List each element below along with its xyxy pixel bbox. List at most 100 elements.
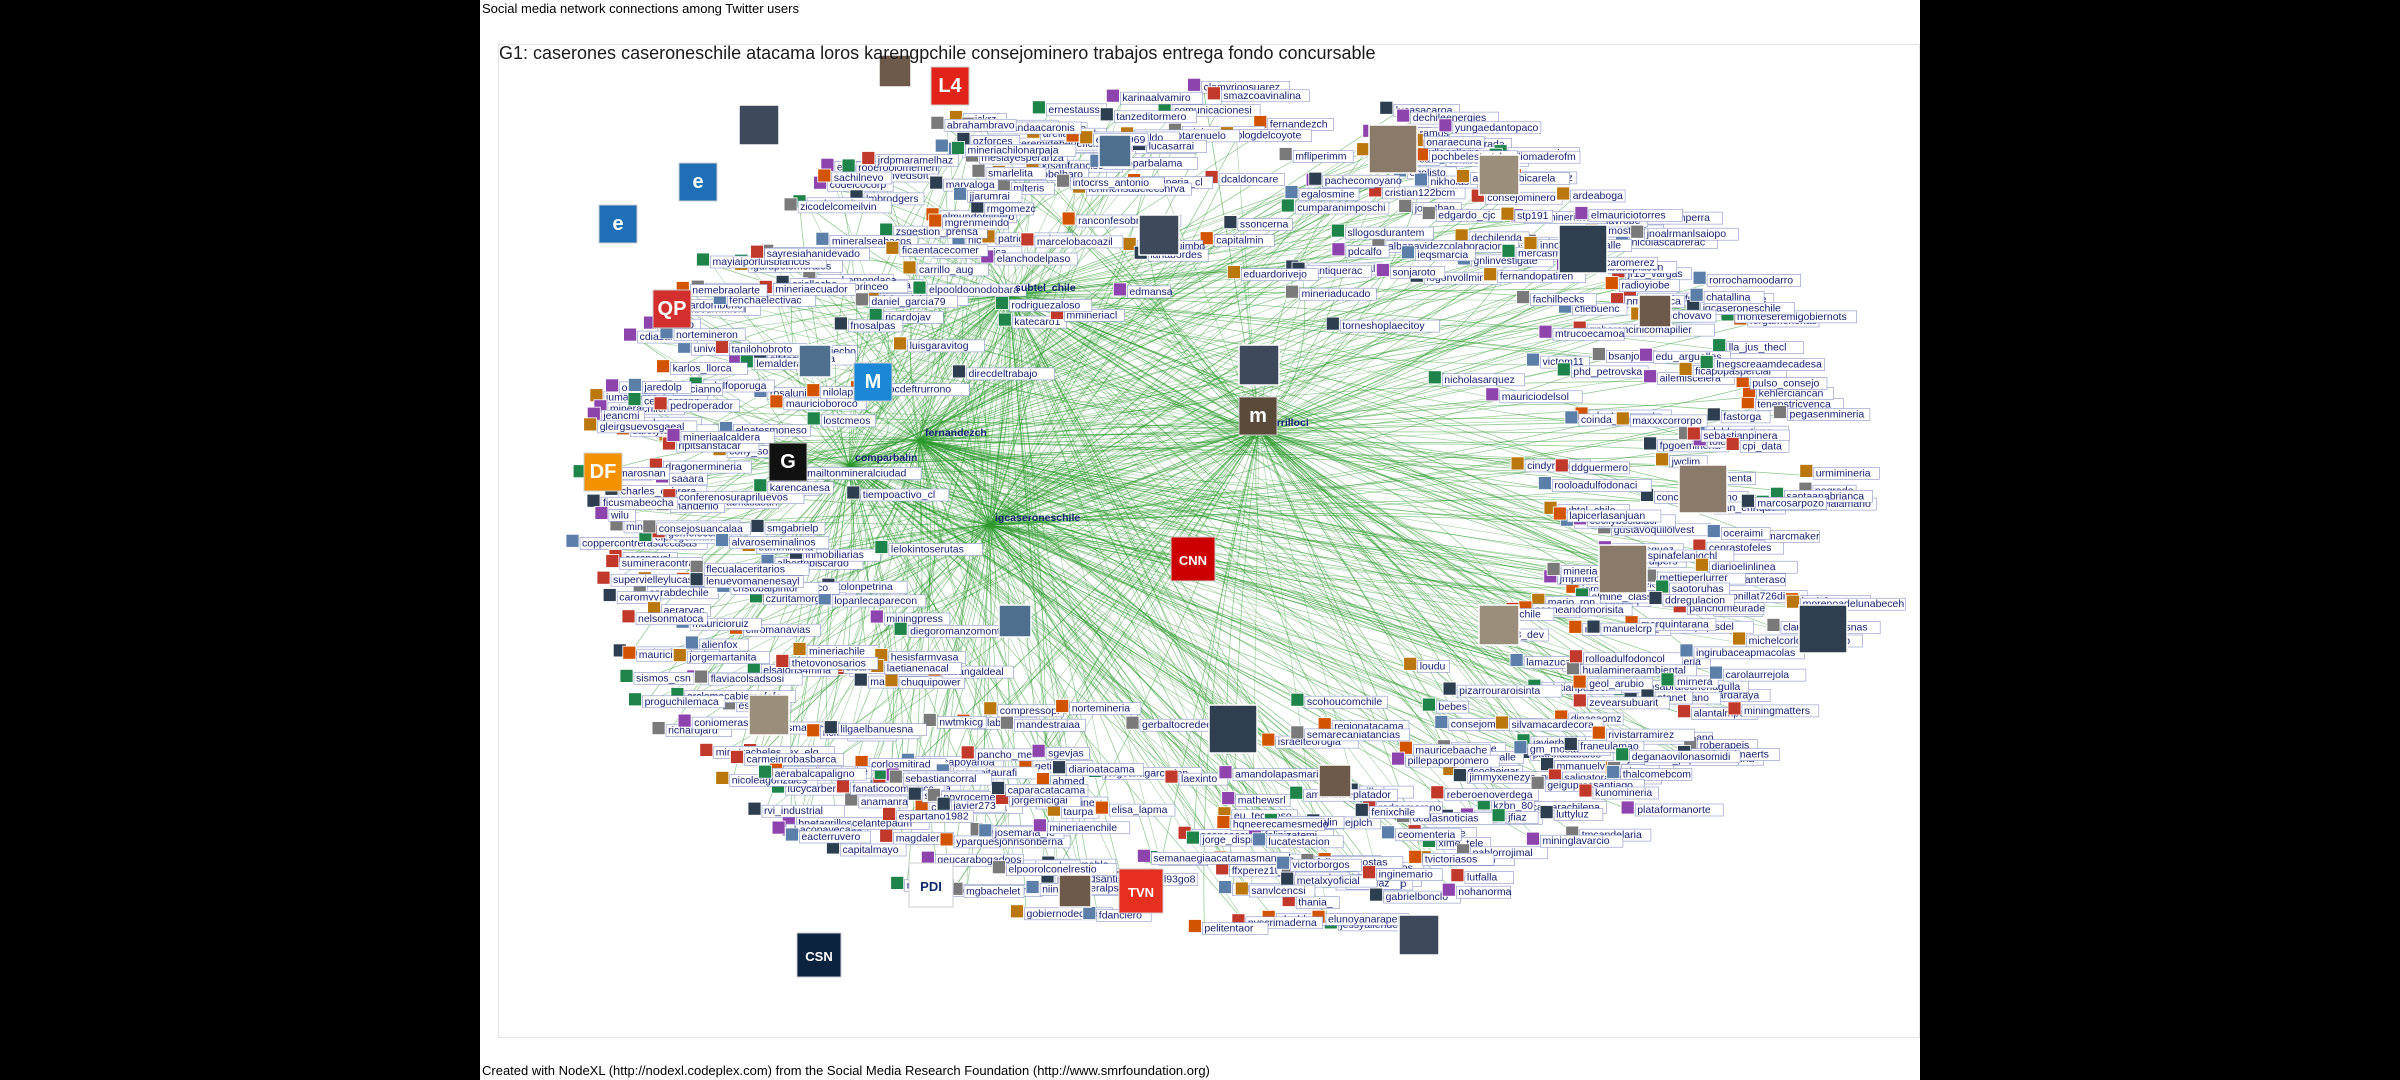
graph-node[interactable]: oceraimi: [1706, 524, 1771, 540]
graph-node[interactable]: fnosalpas: [833, 316, 904, 333]
logo-node[interactable]: QP: [652, 289, 692, 329]
graph-node[interactable]: sanvlcencsi: [1234, 881, 1316, 898]
graph-node[interactable]: manuelcrp: [1586, 619, 1656, 636]
graph-node[interactable]: pedroperador: [653, 396, 740, 413]
graph-node[interactable]: rorrochamoodarro: [1692, 270, 1801, 287]
graph-node[interactable]: mineriachile: [792, 642, 879, 658]
graph-node[interactable]: rodriguezaloso: [994, 296, 1093, 312]
node-photo[interactable]: [798, 344, 832, 378]
graph-node[interactable]: nortemineria: [1055, 699, 1142, 715]
graph-node[interactable]: mauriciodelsol: [1485, 387, 1583, 404]
graph-node[interactable]: deganaovilonasomidi: [1615, 747, 1741, 764]
graph-node[interactable]: thetovonosarios: [775, 654, 879, 670]
graph-node[interactable]: carolaurrejola: [1709, 665, 1807, 682]
graph-node[interactable]: jorgemicigai: [995, 791, 1082, 807]
graph-node[interactable]: fenixchile: [1354, 802, 1430, 819]
node-photo[interactable]: [1478, 604, 1520, 646]
node-photo[interactable]: [1598, 544, 1648, 594]
graph-node[interactable]: semarecaniatancias: [1290, 725, 1410, 742]
graph-node[interactable]: luttyluz: [1539, 805, 1604, 821]
graph-node[interactable]: gabrielbonclo: [1369, 887, 1461, 904]
node-photo[interactable]: [1138, 214, 1180, 256]
graph-node[interactable]: plataformanorte: [1620, 800, 1724, 817]
graph-node[interactable]: mininglavarcio: [1526, 831, 1624, 848]
graph-node[interactable]: dcaldoncare: [1204, 170, 1285, 186]
graph-node[interactable]: lopanlecaparecon: [817, 591, 927, 608]
graph-node[interactable]: cumparanimposchi: [1280, 198, 1390, 215]
graph-node[interactable]: daniel_garcia79: [854, 292, 958, 309]
graph-node[interactable]: lostcmeos: [806, 411, 876, 428]
graph-node[interactable]: saotoruhas: [1655, 579, 1730, 596]
graph-node[interactable]: alienfox: [684, 635, 749, 652]
graph-node[interactable]: luisgaravitog: [893, 336, 985, 353]
node-photo[interactable]: [748, 694, 790, 736]
graph-node[interactable]: pdcalfo: [1331, 242, 1390, 259]
graph-node[interactable]: proguchilemaca: [628, 692, 726, 709]
graph-node[interactable]: ddregulacion: [1648, 591, 1735, 607]
graph-node[interactable]: mtrucoecamoa: [1538, 324, 1625, 341]
graph-node[interactable]: carrillo_aug: [902, 260, 989, 277]
graph-node[interactable]: ieqsmarcia: [1401, 245, 1476, 262]
graph-node[interactable]: maxxxcorrorpo: [1615, 411, 1708, 428]
graph-node[interactable]: anamanra: [844, 792, 908, 809]
graph-node[interactable]: smgabrielp: [750, 518, 826, 535]
logo-node[interactable]: CNN: [1170, 536, 1216, 582]
graph-node[interactable]: nohanorma: [1441, 882, 1512, 899]
graph-node[interactable]: nwtmkicg: [922, 713, 987, 729]
graph-node[interactable]: katecaro1: [997, 312, 1067, 329]
graph-node[interactable]: scohoucomchile: [1290, 692, 1388, 709]
graph-node[interactable]: pizarrouraroisinta: [1442, 681, 1563, 698]
graph-node[interactable]: pillepaporpomero: [1391, 751, 1500, 768]
graph-node[interactable]: compressopr: [983, 701, 1064, 718]
graph-node[interactable]: caparacatacama: [991, 781, 1089, 797]
graph-node[interactable]: ceomenteria: [1381, 825, 1462, 842]
graph-node[interactable]: inginemario: [1362, 865, 1443, 882]
logo-node[interactable]: e: [678, 162, 718, 202]
graph-node[interactable]: victorborgos: [1276, 855, 1362, 872]
node-photo[interactable]: [738, 104, 780, 146]
graph-node[interactable]: abrahambravo: [930, 115, 1017, 132]
graph-node[interactable]: geol_arubio: [1572, 674, 1653, 691]
graph-node[interactable]: cflebuenc: [1558, 299, 1628, 316]
graph-node[interactable]: tanzeditormero: [1099, 107, 1197, 124]
graph-node[interactable]: jeancmi: [586, 406, 645, 423]
graph-node[interactable]: intocrss_antonio: [1056, 173, 1165, 190]
graph-node[interactable]: dechileenergies: [1396, 108, 1500, 125]
graph-node[interactable]: lenuevomanenesayl: [689, 572, 804, 589]
graph-node[interactable]: elanchodelpaso: [980, 249, 1078, 266]
graph-node[interactable]: sgevjas: [1031, 743, 1090, 760]
graph-node[interactable]: supervielleylucas: [596, 570, 711, 587]
graph-node[interactable]: mirnera: [1660, 672, 1719, 689]
graph-node[interactable]: carabdechile: [632, 583, 719, 600]
graph-node[interactable]: ficaentacecomer: [885, 240, 989, 257]
graph-node[interactable]: lutfalla: [1450, 868, 1515, 885]
graph-node[interactable]: igcaseroneschile: [1686, 299, 1795, 315]
graph-node[interactable]: onaraecuna: [1409, 133, 1485, 149]
graph-node[interactable]: consejosuancalaa: [642, 519, 751, 536]
logo-node[interactable]: e: [598, 204, 638, 244]
graph-node[interactable]: jaredolp: [627, 377, 692, 394]
graph-node[interactable]: mgrenmeindo: [928, 213, 1009, 230]
node-photo[interactable]: [1208, 704, 1258, 754]
graph-node[interactable]: zevearsubuarit: [1572, 693, 1671, 710]
graph-node[interactable]: chatallina: [1689, 287, 1765, 304]
graph-node[interactable]: sayresiahanidevado: [750, 244, 870, 261]
graph-node[interactable]: fernandezch: [1253, 115, 1334, 131]
graph-node[interactable]: hqneerecamesmedo: [1216, 815, 1329, 831]
graph-node[interactable]: flecualaceritarios: [689, 559, 810, 576]
graph-node[interactable]: loudu: [1403, 656, 1451, 673]
graph-node[interactable]: smarlelita: [971, 163, 1047, 180]
graph-node[interactable]: sismos_csn: [619, 669, 695, 685]
graph-node[interactable]: fastorga: [1706, 407, 1771, 424]
graph-node[interactable]: eacterruvero: [784, 827, 871, 844]
graph-node[interactable]: rooloadulfodonaci: [1538, 476, 1652, 492]
graph-node[interactable]: reberoenoverdega: [1430, 785, 1539, 802]
node-photo[interactable]: [1098, 134, 1132, 168]
graph-node[interactable]: silvamacardecora: [1495, 715, 1604, 732]
logo-node[interactable]: M: [853, 362, 893, 402]
graph-node[interactable]: mailtonmineralciudad: [790, 463, 922, 480]
graph-node[interactable]: semanaegiaacatamasmanuel: [1137, 848, 1291, 865]
graph-node[interactable]: kehlerciancan: [1742, 384, 1834, 400]
graph-node[interactable]: lla_jus_thecl: [1712, 338, 1804, 355]
graph-node[interactable]: elisa_lapma: [1095, 800, 1176, 817]
